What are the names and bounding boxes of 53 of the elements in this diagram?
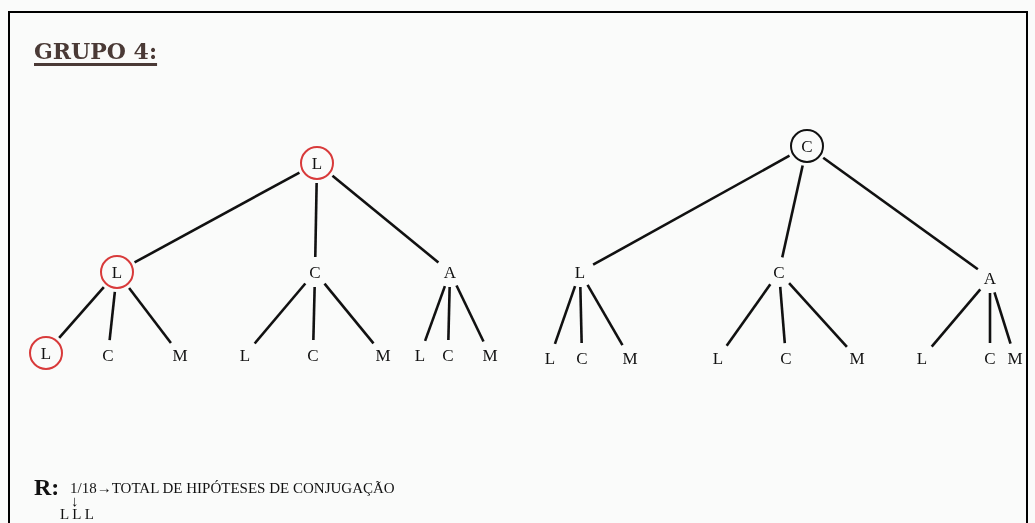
tree-letter: L <box>540 348 560 368</box>
tree-letter: C <box>572 348 592 368</box>
letter-sequence: L L L <box>60 506 94 523</box>
tree-letter: A <box>980 268 1000 288</box>
tree-letter: C <box>98 345 118 365</box>
connector-line <box>313 182 318 258</box>
connector-line <box>930 288 982 348</box>
connector-line <box>822 156 979 271</box>
circled-letter: L <box>100 255 134 289</box>
tree-letter: C <box>776 348 796 368</box>
answer-label: R: <box>34 474 60 501</box>
connector-line <box>323 282 375 345</box>
connector-line <box>586 284 624 346</box>
tree-letter: L <box>410 345 430 365</box>
tree-letter: C <box>980 348 1000 368</box>
connector-line <box>553 285 577 345</box>
connector-line <box>993 291 1012 345</box>
connector-line <box>455 284 485 343</box>
title: GRUPO 4: <box>34 38 158 64</box>
connector-line <box>423 285 447 342</box>
tree-letter: C <box>769 262 789 282</box>
tree-letter: M <box>170 345 190 365</box>
tree-letter: L <box>708 348 728 368</box>
connector-line <box>108 291 117 341</box>
connector-line <box>788 282 848 348</box>
connector-line <box>312 286 316 341</box>
tree-letter: M <box>373 345 393 365</box>
tree-letter: C <box>438 345 458 365</box>
tree-letter: L <box>912 348 932 368</box>
connector-line <box>447 286 451 341</box>
circled-letter: L <box>29 336 63 370</box>
connector-line <box>592 154 791 266</box>
connector-line <box>58 286 105 339</box>
connector-line <box>331 174 440 264</box>
tree-letter: M <box>480 345 500 365</box>
tree-letter: L <box>570 262 590 282</box>
connector-line <box>778 286 787 344</box>
connector-line <box>579 286 583 344</box>
tree-letter: L <box>235 345 255 365</box>
tree-letter: C <box>305 262 325 282</box>
connector-line <box>128 287 172 344</box>
tree-letter: M <box>620 348 640 368</box>
connector-line <box>781 165 804 258</box>
tree-letter: C <box>303 345 323 365</box>
circled-letter: L <box>300 146 334 180</box>
tree-letter: M <box>847 348 867 368</box>
connector-line <box>133 171 301 264</box>
connector-line <box>725 283 772 347</box>
tree-letter: M <box>1005 348 1025 368</box>
tree-letter: A <box>440 262 460 282</box>
circled-letter: C <box>790 129 824 163</box>
connector-line <box>988 293 992 343</box>
connector-line <box>253 282 307 345</box>
